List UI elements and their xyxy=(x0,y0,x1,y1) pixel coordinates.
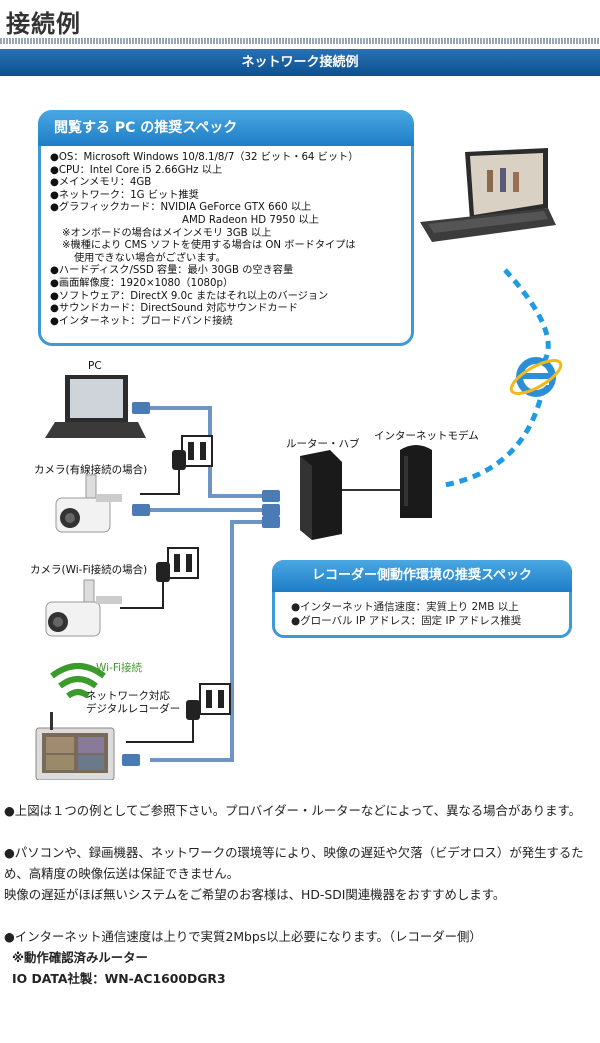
spec-item: ●CPU：Intel Core i5 2.66GHz 以上 xyxy=(50,164,223,176)
note-3-text: ●インターネット通信速度は上りで実質2Mbps以上必要になります。（レコーダー側… xyxy=(4,929,482,944)
spec-item: AMD Radeon HD 7950 以上 xyxy=(182,214,319,226)
note-3-router-heading: ※動作確認済みルーター xyxy=(12,950,148,965)
diagram-artwork xyxy=(35,148,563,780)
rj45-plugs xyxy=(122,402,280,766)
spec-item: ●ソフトウェア：DirectX 9.0c またはそれ以上のバージョン xyxy=(50,290,329,302)
laptop-top-icon xyxy=(420,148,556,242)
spec-item: ●グローバル IP アドレス：固定 IP アドレス推奨 xyxy=(291,615,522,627)
page-heading: 接続例 xyxy=(0,0,600,46)
spec-item: ●サウンドカード：DirectSound 対応サウンドカード xyxy=(50,303,298,315)
notes-section: ●上図は１つの例としてご参照下さい。プロバイダー・ルーターなどによって、異なる場… xyxy=(4,800,596,1010)
spec-item: ●画面解像度：1920×1080（1080p） xyxy=(50,277,234,289)
note-2: ●パソコンや、録画機器、ネットワークの環境等により、映像の遅延や欠落（ビデオロス… xyxy=(4,842,596,905)
pc-spec-box: 閲覧する PC の推奨スペック ●OS：Microsoft Windows 10… xyxy=(38,110,414,346)
note-1: ●上図は１つの例としてご参照下さい。プロバイダー・ルーターなどによって、異なる場… xyxy=(4,803,582,818)
power-outlets xyxy=(167,435,231,715)
note-3: ●インターネット通信速度は上りで実質2Mbps以上必要になります。（レコーダー側… xyxy=(4,926,596,989)
label-recorder-line1: ネットワーク対応 xyxy=(86,690,170,702)
pc-spec-list: ●OS：Microsoft Windows 10/8.1/8/7（32 ビット・… xyxy=(50,152,358,328)
spec-item: ●グラフィックカード：NVIDIA GeForce GTX 660 以上 xyxy=(50,202,312,214)
network-diagram: 閲覧する PC の推奨スペック ●OS：Microsoft Windows 10… xyxy=(0,90,600,780)
recorder-spec-title: レコーダー側動作環境の推奨スペック xyxy=(272,560,572,592)
spec-item: ●OS：Microsoft Windows 10/8.1/8/7（32 ビット・… xyxy=(50,152,359,163)
cable-recorder-router xyxy=(150,520,278,762)
modem-icon xyxy=(400,445,432,518)
label-camera-wifi: カメラ(Wi-Fi接続の場合) xyxy=(30,564,148,576)
spec-item: ●ハードディスク/SSD 容量：最小 30GB の空き容量 xyxy=(50,265,294,277)
label-pc: PC xyxy=(88,360,102,372)
section-title: ネットワーク接続例 xyxy=(0,49,600,76)
power-adapters xyxy=(120,450,200,743)
recorder-spec-list: ●インターネット通信速度：実質上り 2MB 以上 ●グローバル IP アドレス：… xyxy=(291,600,521,628)
spec-item: ●ネットワーク：1G ビット推奨 xyxy=(50,189,199,201)
spec-item: ●インターネット：ブロードバンド接続 xyxy=(50,315,233,327)
cable-pc-router xyxy=(150,406,278,498)
spec-item: ※オンボードの場合はメインメモリ 3GB 以上 xyxy=(62,227,272,239)
spec-item: ●インターネット通信速度：実質上り 2MB 以上 xyxy=(291,601,519,613)
spec-item: ●メインメモリ：4GB xyxy=(50,177,152,189)
camera-wired-icon xyxy=(55,474,122,533)
label-wifi: Wi-Fi接続 xyxy=(96,662,143,674)
internet-icon xyxy=(509,357,563,397)
laptop-pc-icon xyxy=(45,375,146,438)
pc-spec-title: 閲覧する PC の推奨スペック xyxy=(38,110,414,146)
label-recorder-line2: デジタルレコーダー xyxy=(86,703,181,715)
label-camera-wired: カメラ(有線接続の場合) xyxy=(34,464,148,476)
note-2b: 映像の遅延がほぼ無いシステムをご希望のお客様は、HD-SDI関連機器をおすすめし… xyxy=(4,887,506,902)
note-2a: ●パソコンや、録画機器、ネットワークの環境等により、映像の遅延や欠落（ビデオロス… xyxy=(4,845,584,881)
page-title: 接続例 xyxy=(6,10,81,38)
label-modem: インターネットモデム xyxy=(374,430,479,442)
router-icon xyxy=(300,450,342,540)
wifi-icon xyxy=(50,663,106,699)
note-3-router-model: IO DATA社製：WN-AC1600DGR3 xyxy=(12,971,226,986)
label-router: ルーター・ハブ xyxy=(286,438,360,450)
spec-item: 使用できない場合がございます。 xyxy=(74,252,226,264)
spec-item: ※機種により CMS ソフトを使用する場合は ON ボードタイプは xyxy=(62,240,356,252)
dotted-link-lower xyxy=(444,399,543,488)
recorder-spec-box: レコーダー側動作環境の推奨スペック ●インターネット通信速度：実質上り 2MB … xyxy=(272,560,572,638)
recorder-icon xyxy=(35,712,115,780)
camera-wifi-icon xyxy=(45,579,122,637)
heading-rule xyxy=(0,38,600,44)
dotted-link-upper xyxy=(503,268,551,362)
